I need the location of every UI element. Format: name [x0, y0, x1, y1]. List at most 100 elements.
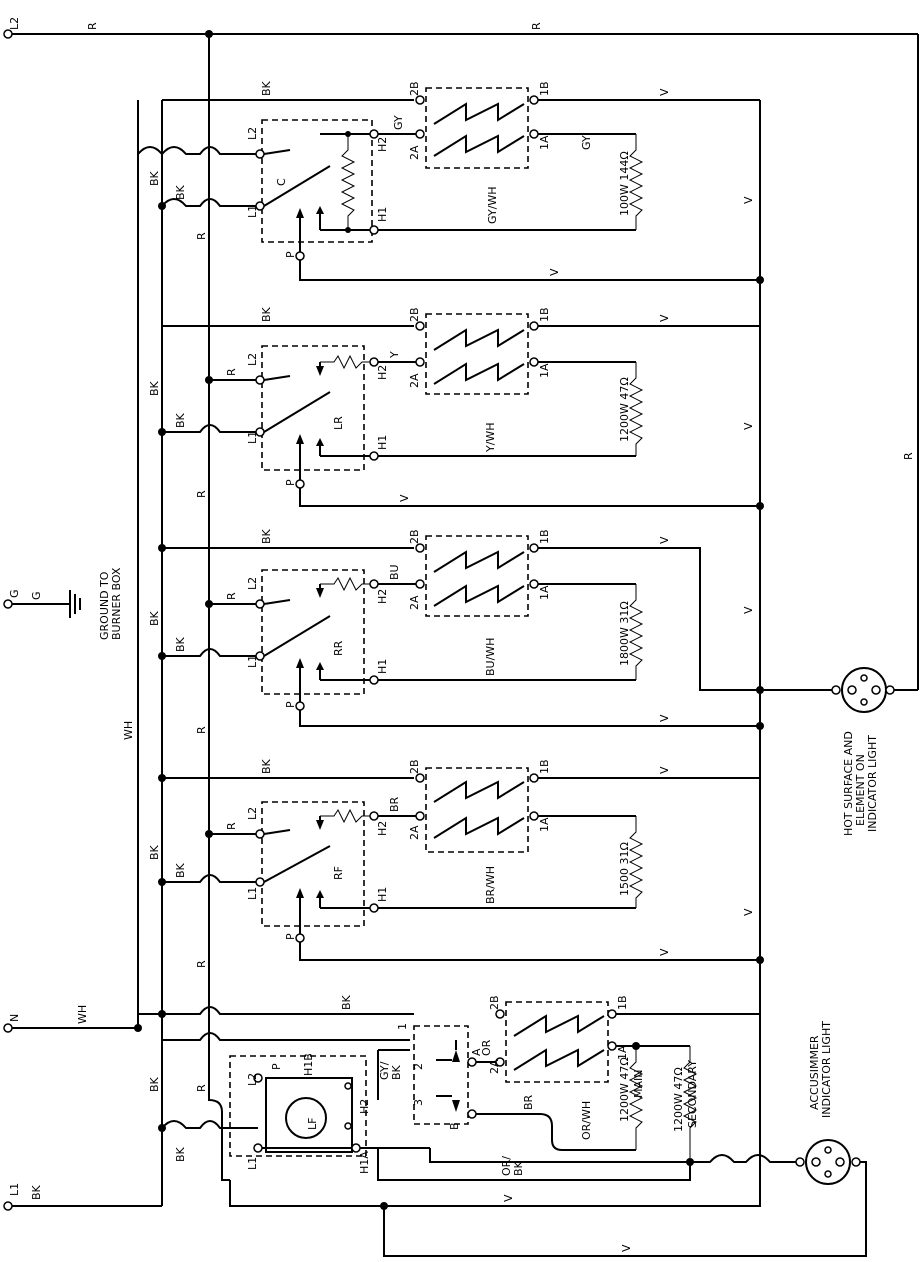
pin-rr-1b: 1B: [538, 529, 551, 544]
wire-label-bk-c-2b: BK: [260, 80, 273, 96]
pin-rr-h2: H2: [376, 589, 389, 604]
pin-lf-h1b: H1B: [302, 1053, 315, 1076]
ground-symbol: [69, 590, 81, 618]
pin-rr-l2: L2: [246, 577, 259, 590]
pin-rf-l1: L1: [246, 887, 259, 900]
wire-label-r-lr: R: [225, 368, 238, 376]
bus-bk: BK BK BK BK BK: [148, 100, 166, 1206]
pin-lf-a: A: [470, 1048, 483, 1056]
pin-rr-1a: 1A: [538, 585, 551, 600]
wire-label-bk-rf-l1: BK: [174, 862, 187, 878]
wire-label-r-lf: R: [195, 1084, 208, 1092]
wire-label-gy-wh-c: GY/WH: [486, 186, 499, 224]
hot-surface-indicator-light: HOT SURFACE AND ELEMENT ON INDICATOR LIG…: [831, 667, 918, 836]
pin-rf-1a: 1A: [538, 817, 551, 832]
pin-rf-h1: H1: [376, 887, 389, 902]
terminal-l2: L2 R R: [3, 17, 918, 39]
pin-c-2a: 2A: [408, 145, 421, 160]
wire-label-bk-bus-1: BK: [148, 170, 161, 186]
wire-label-bk-bus-2: BK: [148, 380, 161, 396]
wire-label-v-rr-p: V: [658, 714, 671, 722]
terminal-g: G G GROUND TO BURNER BOX: [3, 567, 123, 640]
pin-rf-2b: 2B: [408, 759, 421, 774]
wire-label-v-c-p: V: [548, 268, 561, 276]
wire-label-r-top-left: R: [86, 22, 99, 30]
wire-label-bk-bus-5: BK: [148, 1076, 161, 1092]
terminal-g-label: G: [8, 589, 21, 598]
wire-label-br-lf: BR: [522, 1094, 535, 1110]
wire-label-bk-rf-2b: BK: [260, 758, 273, 774]
terminal-l2-label: L2: [8, 17, 21, 30]
pin-lf-p: P: [270, 1063, 283, 1070]
wire-label-v-lf-loop: V: [620, 1244, 633, 1252]
pin-rr-h1: H1: [376, 659, 389, 674]
pin-lr-1a: 1A: [538, 363, 551, 378]
wire-label-bk-lf-2b: BK: [340, 994, 353, 1010]
pin-rf-h2: H2: [376, 821, 389, 836]
wire-label-bk-rr-2b: BK: [260, 528, 273, 544]
element-c: 100W 144Ω: [618, 151, 631, 216]
wire-label-br-rf: BR: [388, 796, 401, 812]
wire-label-y-lr: Y: [388, 351, 401, 359]
wire-label-bk-l1: BK: [30, 1184, 43, 1200]
wire-label-v-bus-2: V: [742, 422, 755, 430]
wire-label-bk-c-l1: BK: [174, 184, 187, 200]
wire-label-gy-c: GY: [392, 115, 405, 130]
section-rf: BK R BK L2 L1 RF H2 H1 P V BR BR/WH: [162, 758, 760, 961]
terminal-l1-label: L1: [8, 1183, 21, 1196]
wire-label-gy-bk-lf: GY/ BK: [378, 1058, 403, 1080]
section-lr: BK R BK L2 L1 LR H2 H1 P V Y Y/WH: [162, 306, 760, 507]
pin-rf-2a: 2A: [408, 825, 421, 840]
wire-label-r-bus-1: R: [195, 232, 208, 240]
wire-label-bk-lr-2b: BK: [260, 306, 273, 322]
pin-rf-p: P: [284, 933, 297, 940]
pin-lf-3: 3: [412, 1099, 425, 1106]
element-rf: 1500 31Ω: [618, 842, 631, 896]
pin-lr-2a: 2A: [408, 373, 421, 388]
wire-label-v-c-1b: V: [658, 88, 671, 96]
accusimmer-light-label: ACCUSIMMER INDICATOR LIGHT: [808, 1021, 833, 1118]
pin-lr-1b: 1B: [538, 307, 551, 322]
pin-lf-1a: 1A: [616, 1045, 629, 1060]
element-rr: 1800W 31Ω: [618, 601, 631, 666]
wire-label-bk-bus-4: BK: [148, 844, 161, 860]
wire-label-or-wh-lf: OR/WH: [580, 1101, 593, 1140]
wire-label-r-bus-4: R: [195, 960, 208, 968]
wire-label-r-right: R: [902, 452, 915, 460]
pin-lr-2b: 2B: [408, 307, 421, 322]
wire-label-or-bk-lf: OR/ BK: [500, 1152, 525, 1176]
pin-c-l1: L1: [246, 205, 259, 218]
wire-label-v-rf-p: V: [658, 948, 671, 956]
pin-lf-l1: L1: [246, 1157, 259, 1170]
wire-label-bk-lr-l1: BK: [174, 412, 187, 428]
pin-lr-l2: L2: [246, 353, 259, 366]
bus-r: R R R R: [195, 30, 213, 1040]
pin-rf-1b: 1B: [538, 759, 551, 774]
wire-label-g: G: [30, 591, 43, 600]
pin-lf-b: B: [448, 1122, 461, 1130]
wire-label-r-rf: R: [225, 822, 238, 830]
pin-rr-2a: 2A: [408, 595, 421, 610]
hot-surface-light-label: HOT SURFACE AND ELEMENT ON INDICATOR LIG…: [842, 728, 879, 836]
pin-c-p: P: [284, 251, 297, 258]
wire-label-bk-bus-3: BK: [148, 610, 161, 626]
pin-lr-h2: H2: [376, 365, 389, 380]
switch-label-lf: LF: [306, 1118, 319, 1130]
wire-label-bk-lf-l1: BK: [174, 1146, 187, 1162]
pin-lf-2b: 2B: [488, 995, 501, 1010]
pin-rr-p: P: [284, 701, 297, 708]
section-c: BK BK L2 L1 C H2 H1 P V GY GY/WH: [137, 80, 760, 281]
pin-c-1a: 1A: [538, 135, 551, 150]
pin-lf-1: 1: [396, 1023, 409, 1030]
wire-label-v-bus-3: V: [742, 606, 755, 614]
pin-lf-h2: H2: [358, 1099, 371, 1114]
pin-rf-l2: L2: [246, 807, 259, 820]
switch-label-lr: LR: [332, 416, 345, 430]
pin-lr-l1: L1: [246, 431, 259, 444]
element-lf-secondary: 1200W 47Ω SECONDARY: [672, 1060, 699, 1132]
wire-label-y-wh-lr: Y/WH: [484, 422, 497, 453]
wire-label-v-lr-1b: V: [658, 314, 671, 322]
bus-r-right: R: [902, 34, 919, 690]
wire-label-v-bus-1: V: [742, 196, 755, 204]
switch-label-rr: RR: [332, 640, 345, 656]
